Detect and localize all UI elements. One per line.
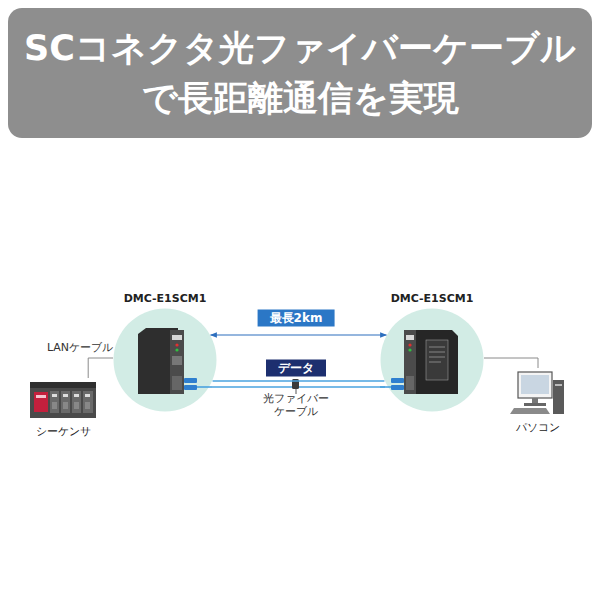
data-badge: データ [266,360,326,377]
fiber-coupler [292,379,299,389]
device-name: DMC-E1SCM1 [124,292,207,305]
converter-illustration [380,330,458,394]
pc-node: パソコン [510,368,566,416]
lan-cable [484,358,538,368]
lan-cable [88,358,113,378]
fiber-cable [213,380,385,382]
converter-node: DMC-E1SCM1 [380,308,484,412]
pc-illustration [510,372,564,414]
title-banner: SCコネクタ光ファイバーケーブル で長距離通信を実現 [8,8,592,138]
leader-line [296,389,297,394]
device-label: シーケンサ [36,424,91,439]
device-name: DMC-E1SCM1 [391,292,474,305]
fiber-strand [212,386,385,388]
plc-node: シーケンサ [28,378,98,420]
distance-arrow [211,334,387,335]
plc-illustration [30,382,96,418]
converter-illustration [138,328,212,394]
node-outline [113,308,217,412]
distance-badge: 最長2km [258,310,335,327]
node-outline [380,308,484,412]
device-label: パソコン [516,420,560,435]
circle-backdrop [114,309,217,412]
converter-node: DMC-E1SCM1 [113,308,217,412]
title-text: SCコネクタ光ファイバーケーブル で長距離通信を実現 [10,23,590,123]
cable-label: LANケーブル [47,340,113,355]
cable-label: 光ファイバー ケーブル [259,392,333,418]
circle-backdrop [381,309,484,412]
